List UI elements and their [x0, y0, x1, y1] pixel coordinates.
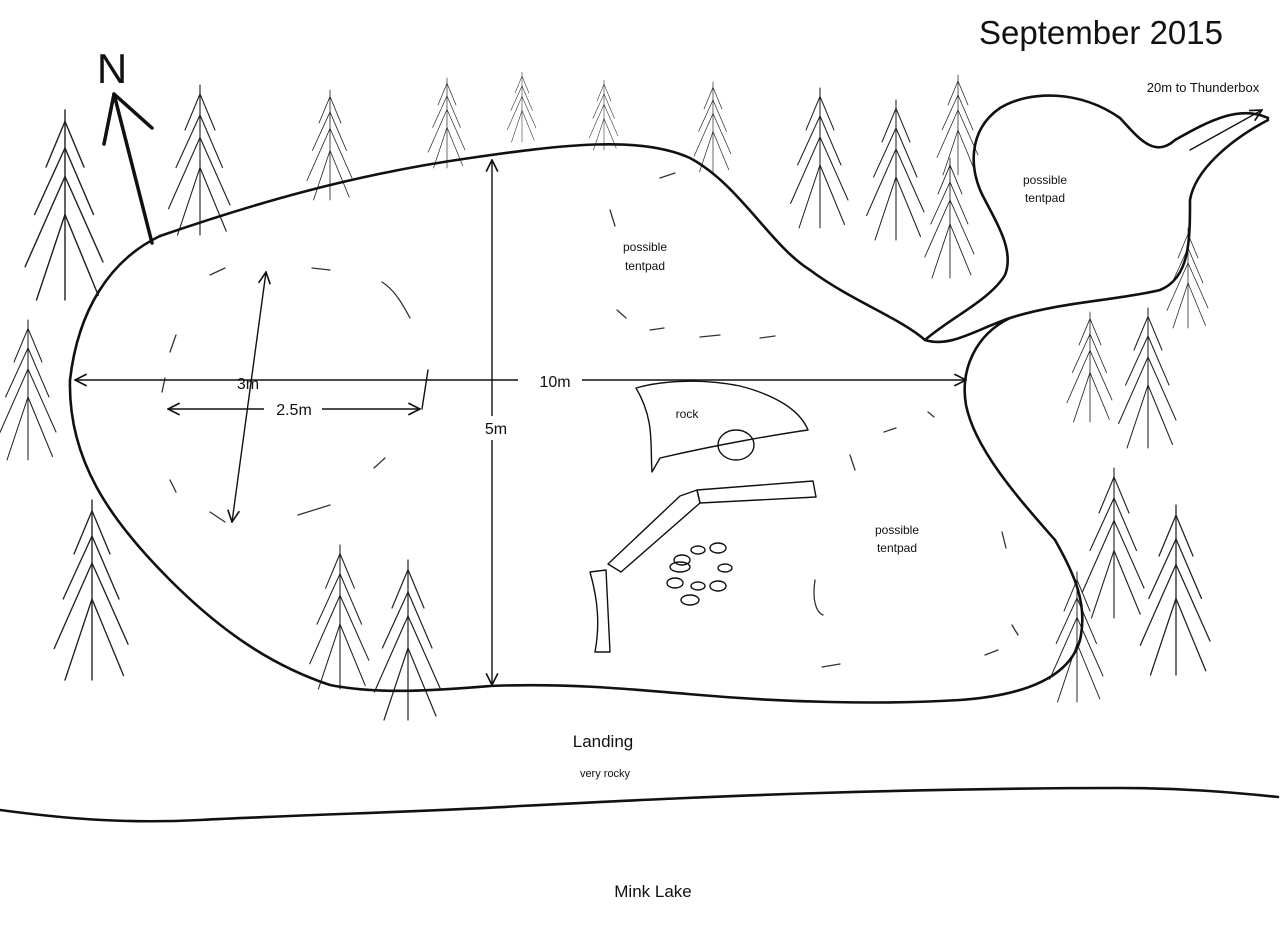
tree-icon	[1066, 311, 1113, 423]
tree-icon	[309, 544, 370, 690]
north-arrow-icon	[102, 92, 154, 245]
small-rock	[717, 429, 755, 461]
width-label: 10m	[539, 374, 570, 391]
map-title: September 2015	[979, 14, 1223, 51]
tree-icon	[0, 319, 57, 461]
height-label: 5m	[485, 421, 507, 438]
thunderbox-label: 20m to Thunderbox	[1147, 80, 1260, 95]
tentpad-label-upper-right: possible tentpad	[1023, 173, 1067, 205]
tree-icon	[589, 79, 619, 151]
svg-text:possible: possible	[875, 523, 919, 537]
tree-icon	[167, 84, 231, 236]
rock-label: rock	[676, 407, 700, 421]
dimension-lines	[75, 160, 966, 685]
trees	[0, 71, 1211, 721]
rock-outline	[635, 380, 809, 473]
tree-icon	[373, 559, 441, 721]
pad-length-label: 3m	[237, 376, 259, 393]
upper-tentpad-outline	[923, 94, 1270, 342]
tree-icon	[790, 87, 849, 229]
svg-text:possible: possible	[1023, 173, 1067, 187]
tree-icon	[924, 157, 975, 279]
tentpad-label-north: possible tentpad	[623, 240, 667, 273]
tree-icon	[53, 499, 129, 681]
tree-icon	[1139, 504, 1211, 676]
svg-text:tentpad: tentpad	[1025, 191, 1065, 205]
landing-label: Landing	[573, 732, 634, 751]
tree-icon	[1118, 307, 1177, 449]
landing-note: very rocky	[580, 768, 631, 780]
tree-icon	[507, 71, 537, 143]
ground-texture	[161, 172, 1019, 668]
tentpad-label-east: possible tentpad	[875, 523, 919, 555]
svg-text:tentpad: tentpad	[877, 541, 917, 555]
log-icon	[589, 480, 817, 653]
north-label: N	[97, 45, 127, 92]
tree-icon	[693, 81, 732, 173]
tree-icon	[427, 77, 466, 169]
tree-icon	[1081, 467, 1145, 619]
lake-label: Mink Lake	[614, 882, 691, 901]
tree-icon	[936, 74, 979, 176]
pad-width-label: 2.5m	[276, 402, 312, 419]
svg-text:tentpad: tentpad	[625, 259, 665, 273]
tree-icon	[306, 89, 353, 201]
tree-icon	[866, 99, 925, 241]
svg-text:possible: possible	[623, 240, 667, 254]
shoreline	[0, 786, 1280, 823]
thunderbox-arrow-icon	[1189, 110, 1262, 151]
fire-ring-icon	[666, 542, 733, 606]
tree-icon	[1049, 571, 1104, 703]
campsite-outline	[158, 118, 1270, 344]
tree-icon	[24, 109, 104, 301]
